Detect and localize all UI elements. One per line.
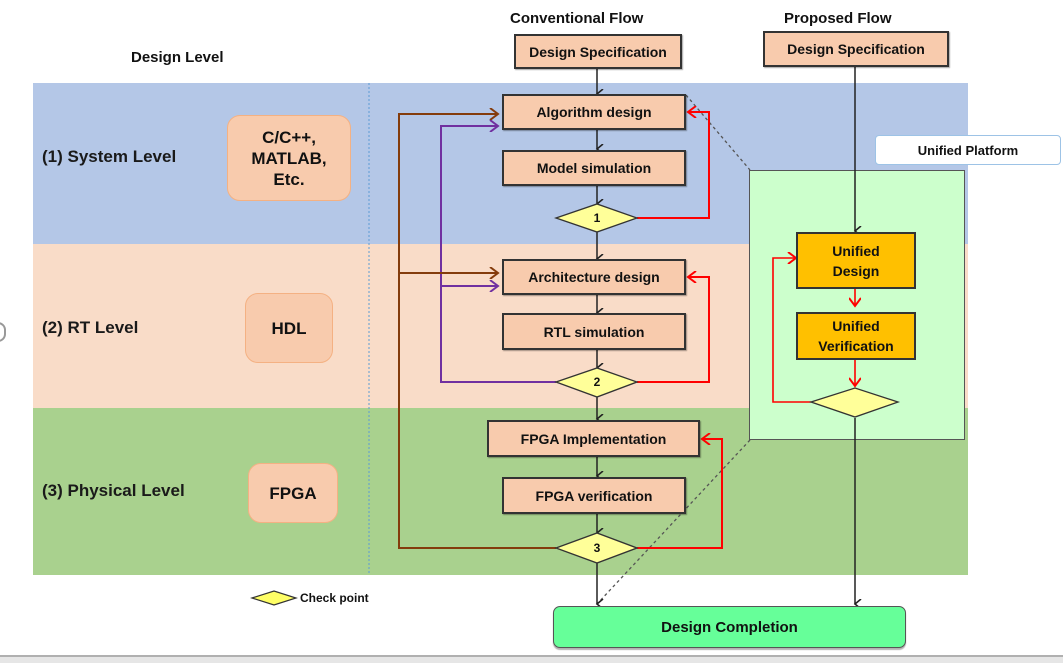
step-rtl-simulation: RTL simulation	[502, 313, 686, 350]
footer-strip	[0, 655, 1063, 663]
unified-design-box: Unified Design	[796, 232, 916, 289]
step-fpga-implementation: FPGA Implementation	[487, 420, 700, 457]
step-fpga-verification: FPGA verification	[502, 477, 686, 514]
proposed-flow-header: Proposed Flow	[784, 10, 892, 27]
conventional-flow-header: Conventional Flow	[510, 10, 644, 27]
level-label-physical: (3) Physical Level	[42, 481, 185, 500]
checkpoint-1: 1	[553, 203, 639, 233]
checkpoint-1-label: 1	[594, 211, 601, 225]
legend-checkpoint-icon	[250, 590, 298, 606]
design-completion-box: Design Completion	[553, 606, 906, 648]
step-architecture-design: Architecture design	[502, 259, 686, 295]
tool-box-rt: HDL	[245, 293, 333, 363]
step-model-simulation: Model simulation	[502, 150, 686, 186]
tool-box-physical: FPGA	[248, 463, 338, 523]
feedback-cp3-to-fpgaimpl	[637, 439, 723, 549]
feedback-cp1-to-algo	[637, 112, 710, 219]
checkpoint-3: 3	[554, 532, 639, 564]
unified-verification-box: Unified Verification	[796, 312, 916, 360]
checkpoint-3-label: 3	[594, 541, 601, 555]
checkpoint-2-label: 2	[594, 375, 601, 389]
level-label-rt: (2) RT Level	[42, 318, 139, 337]
feedback-cp2-to-arch	[637, 277, 710, 383]
level-label-system: (1) System Level	[42, 147, 177, 166]
design-level-header: Design Level	[131, 49, 224, 66]
zoom-line-top	[685, 94, 751, 171]
checkpoint-2: 2	[554, 367, 639, 398]
tool-box-system: C/C++, MATLAB, Etc.	[227, 115, 351, 201]
feedback-cp2-to-algo	[440, 126, 556, 383]
zoom-line-bottom	[596, 439, 751, 605]
step-algorithm-design: Algorithm design	[502, 94, 686, 130]
feedback-cp3-to-algo	[398, 114, 556, 549]
legend-checkpoint-label: Check point	[300, 591, 369, 605]
proposed-spec-box: Design Specification	[763, 31, 949, 67]
conventional-spec-box: Design Specification	[514, 34, 682, 69]
feedback-cp-unified-to-design	[772, 258, 811, 403]
checkpoint-unified	[808, 387, 901, 418]
unified-platform-label: Unified Platform	[875, 135, 1061, 165]
